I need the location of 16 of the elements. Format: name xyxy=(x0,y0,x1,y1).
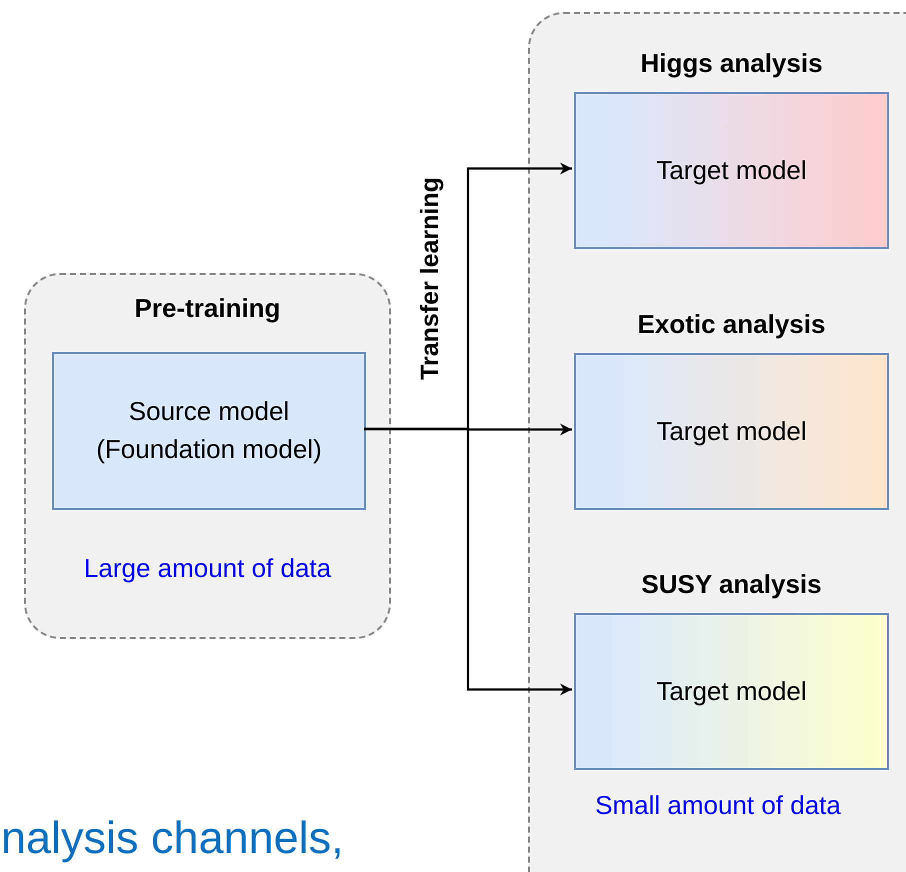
rotated-label: Transfer learning xyxy=(415,176,444,380)
target-model-box: Target model xyxy=(574,613,889,770)
analysis-heading: Exotic analysis xyxy=(636,309,826,340)
source-model-box xyxy=(52,352,366,510)
group-note: Large amount of data xyxy=(82,553,332,584)
caption-fragment: nalysis channels, xyxy=(1,812,344,864)
target-model-box: Target model xyxy=(574,353,889,510)
group-note: Small amount of data xyxy=(594,790,842,821)
analysis-heading: Higgs analysis xyxy=(639,48,824,79)
dashed-group-panel xyxy=(528,12,906,872)
dashed-group-panel xyxy=(24,273,391,639)
arrow xyxy=(364,428,572,696)
group-heading: Pre-training xyxy=(134,293,282,324)
analysis-heading: SUSY analysis xyxy=(640,569,823,600)
box-text: Source model (Foundation model) xyxy=(95,395,323,466)
target-model-box: Target model xyxy=(574,92,889,249)
